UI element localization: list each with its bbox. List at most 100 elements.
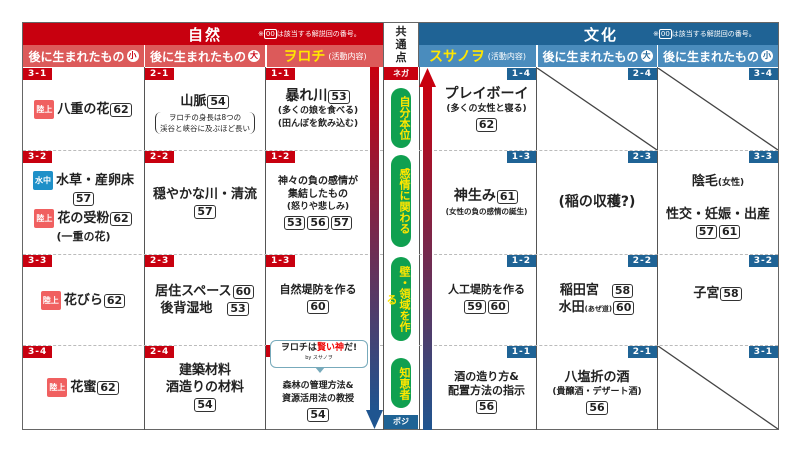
- episode-number: 60: [487, 300, 509, 314]
- episode-number: 61: [496, 189, 519, 204]
- episode-number: 54: [307, 408, 329, 422]
- cell-id: 3-2: [23, 151, 53, 163]
- land-badge: 陸上: [47, 378, 68, 397]
- cell-id: 1-2: [506, 255, 536, 267]
- cell-id: 2-3: [145, 255, 175, 267]
- episode-number: 62: [110, 102, 132, 117]
- row-divider: [419, 254, 778, 255]
- empty-diagonal: [658, 68, 778, 150]
- table-frame: [22, 22, 779, 430]
- episode-number: 59: [464, 300, 486, 314]
- large-mark-icon: 大: [248, 50, 260, 62]
- large-mark-icon: 大: [640, 50, 653, 62]
- divider: [144, 45, 145, 67]
- episode-number: 53: [328, 89, 350, 104]
- subheader-culture-large: 後に生まれたもの大: [537, 45, 657, 67]
- empty-diagonal: [537, 68, 657, 150]
- cell-susanowo-1-4: 1-4 プレイボーイ (多くの女性と寝る) 62: [437, 68, 536, 150]
- small-mark-icon: 小: [126, 50, 139, 62]
- cell-susanowo-1-1: 1-1 酒の造り方& 配置方法の指示 56: [437, 346, 536, 429]
- row-divider: [23, 150, 383, 151]
- positive-label: ポジ: [384, 415, 418, 429]
- cell-id: 1-3: [506, 151, 536, 163]
- pill-wise-one: 知恵者: [391, 358, 411, 408]
- episode-number: 56: [586, 401, 608, 415]
- episode-number: 58: [611, 284, 634, 298]
- cell-culture-large-2-3: 2-3 (稲の収穫?): [537, 151, 657, 254]
- subheader-susanowo: スサノヲ(活動内容): [419, 45, 536, 67]
- cell-id: 2-4: [627, 68, 657, 80]
- column-divider: [265, 67, 266, 430]
- speech-bubble: ヲロチは賢い神だ! by スサノヲ: [270, 340, 368, 373]
- episode-number: 58: [720, 287, 742, 301]
- cell-id: 2-2: [627, 255, 657, 267]
- empty-diagonal: [658, 346, 778, 429]
- row-divider: [419, 150, 778, 151]
- episode-number: 62: [475, 117, 498, 132]
- cell-nature-large-2-2: 2-2 穏やかな川・清流 57: [145, 151, 265, 254]
- episode-number: 62: [110, 211, 132, 226]
- arrow-up-icon: [419, 68, 436, 430]
- cell-culture-small-3-1: 3-1: [658, 346, 778, 429]
- common-points-header: 共 通 点: [383, 23, 419, 67]
- nature-title: 自然: [188, 26, 223, 44]
- episode-number: 62: [103, 293, 126, 308]
- row-divider: [23, 345, 383, 346]
- column-divider: [536, 67, 537, 430]
- episode-number: 53: [227, 302, 249, 316]
- cell-id: 3-3: [23, 255, 53, 267]
- negative-label: ネガ: [384, 67, 418, 80]
- episode-number: 57: [72, 191, 95, 206]
- episode-number: 54: [207, 94, 229, 109]
- episode-number: 60: [232, 285, 254, 299]
- cell-id: 2-2: [145, 151, 175, 163]
- land-badge: 陸上: [34, 208, 55, 228]
- column-divider: [657, 67, 658, 430]
- arrow-down-icon: [366, 67, 383, 429]
- pill-wall-territory: 壁・領域を作る: [385, 257, 411, 341]
- cell-id: 3-3: [748, 151, 778, 163]
- row-divider: [23, 254, 383, 255]
- episode-number: 60: [307, 300, 329, 314]
- cell-id: 1-3: [266, 255, 296, 267]
- cell-id: 3-4: [748, 68, 778, 80]
- subheader-nature-large: 後に生まれたもの大: [145, 45, 265, 67]
- subheader-orochi: ヲロチ(活動内容): [266, 45, 383, 67]
- cell-id: 3-2: [748, 255, 778, 267]
- cell-id: 2-3: [627, 151, 657, 163]
- episode-number: 57: [330, 215, 352, 230]
- column-divider: [144, 67, 145, 430]
- cell-id: 2-1: [145, 68, 175, 80]
- episode-number: 57: [695, 225, 717, 239]
- subheader-nature-small: 後に生まれたもの小: [23, 45, 144, 67]
- episode-number: 54: [194, 398, 216, 412]
- episode-number: 53: [284, 215, 306, 230]
- water-badge: 水中: [32, 170, 53, 190]
- cell-nature-large-2-4: 2-4 建築材料 酒造りの材料 54: [145, 346, 265, 429]
- cell-id: 1-2: [266, 151, 296, 163]
- episode-number: 56: [307, 215, 329, 230]
- cell-orochi-1-3: 1-3 自然堤防を作る 60: [266, 255, 370, 345]
- divider: [657, 45, 658, 67]
- small-mark-icon: 小: [761, 50, 773, 62]
- cell-id: 1-1: [506, 346, 536, 358]
- cell-id: 2-1: [627, 346, 657, 358]
- column-divider: [419, 67, 420, 430]
- land-badge: 陸上: [40, 290, 61, 310]
- cell-id: 2-4: [145, 346, 175, 358]
- pill-emotion: 感情に関わる: [391, 155, 411, 247]
- episode-number: 62: [97, 381, 119, 395]
- episode-number: 57: [194, 204, 216, 219]
